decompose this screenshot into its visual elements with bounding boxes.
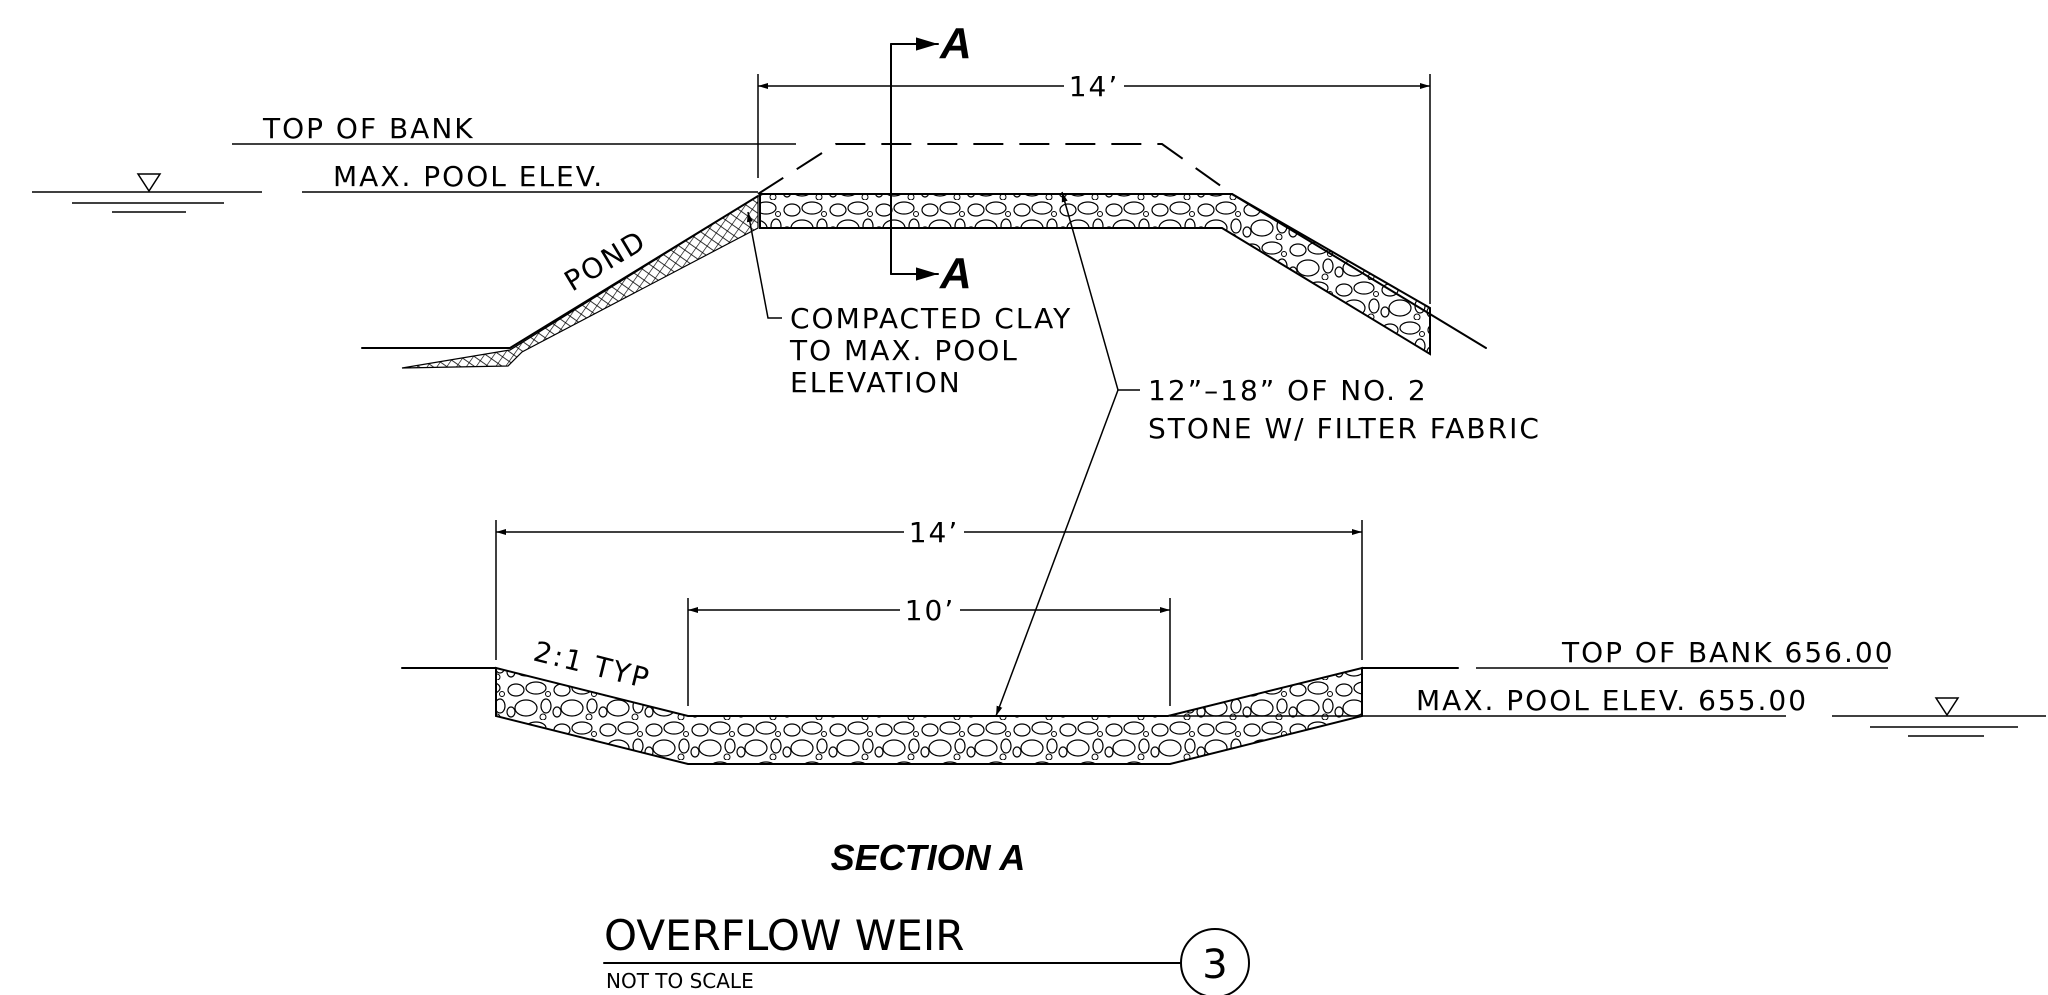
max-pool-elev-label: MAX. POOL ELEV. bbox=[333, 160, 604, 193]
section-marker-bottom-letter: A bbox=[939, 249, 972, 298]
top-of-bank-label: TOP OF BANK bbox=[262, 112, 475, 145]
section-cut-marker: A A bbox=[890, 19, 972, 298]
section-a-view: TOP OF BANK 656.00 MAX. POOL ELEV. 655.0… bbox=[401, 516, 2046, 878]
detail-number-circle bbox=[1180, 928, 1250, 995]
stone-leader-to-section bbox=[995, 389, 1119, 717]
water-level-symbol-left bbox=[32, 173, 262, 213]
title-block: OVERFLOW WEIR NOT TO SCALE 3 bbox=[603, 911, 1250, 995]
section-marker-top-letter: A bbox=[939, 19, 972, 68]
section-a-caption: SECTION A bbox=[831, 837, 1026, 878]
downstream-slope-line bbox=[1231, 193, 1487, 349]
section-top-of-bank-label: TOP OF BANK 656.00 bbox=[1561, 636, 1895, 669]
stone-label-line2: STONE W/ FILTER FABRIC bbox=[1148, 412, 1541, 445]
profile-view: TOP OF BANK MAX. POOL ELEV. 14’ A A POND… bbox=[32, 19, 1541, 717]
pond-ground-line bbox=[361, 195, 759, 349]
drawing-subtitle: NOT TO SCALE bbox=[606, 969, 754, 993]
clay-label-line1: COMPACTED CLAY bbox=[790, 302, 1072, 335]
clay-label-line2: TO MAX. POOL bbox=[789, 334, 1019, 367]
section-max-pool-label: MAX. POOL ELEV. 655.00 bbox=[1416, 684, 1808, 717]
clay-leader bbox=[746, 211, 782, 319]
drawing-title: OVERFLOW WEIR bbox=[604, 911, 964, 960]
compacted-clay-layer bbox=[401, 194, 759, 369]
section-bottom-width-label: 10’ bbox=[905, 594, 956, 627]
water-level-symbol-right bbox=[1832, 697, 2046, 737]
clay-label-line3: ELEVATION bbox=[790, 366, 962, 399]
stone-label-line1: 12”–18” OF NO. 2 bbox=[1148, 374, 1428, 407]
section-overall-width-label: 14’ bbox=[909, 516, 960, 549]
detail-number: 3 bbox=[1202, 942, 1227, 988]
profile-width-label: 14’ bbox=[1069, 70, 1120, 103]
top-of-bank-dashed-profile bbox=[757, 143, 1233, 195]
